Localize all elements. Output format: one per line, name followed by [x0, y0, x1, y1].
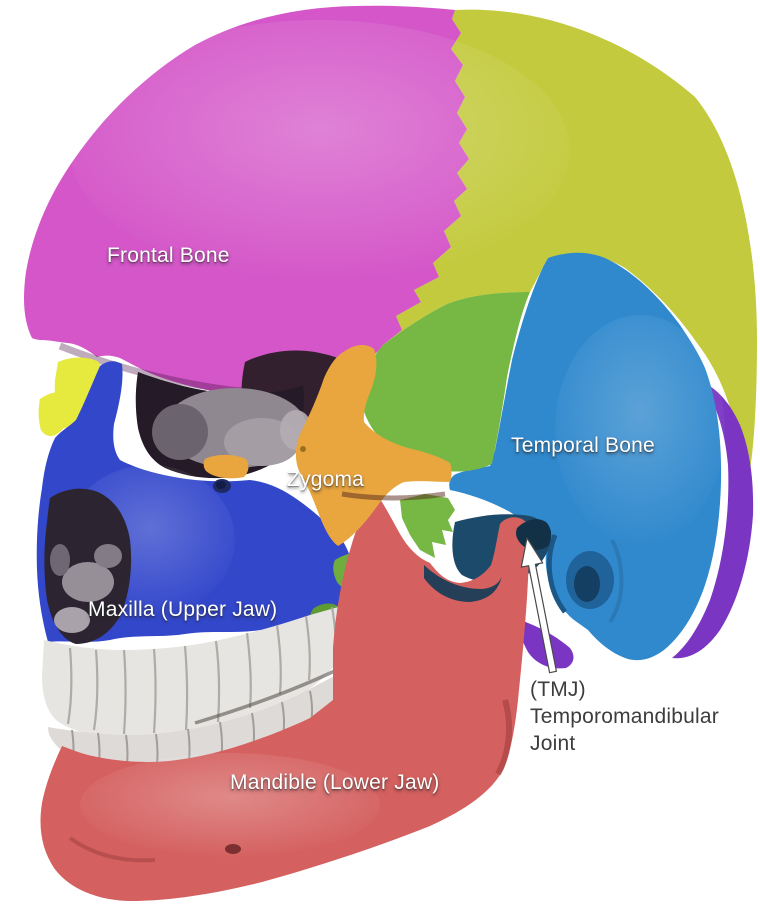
mandible-highlight	[80, 753, 380, 857]
sigmoid-notch-shadow	[424, 565, 502, 602]
bite-gap-shadow	[194, 666, 342, 725]
zygoma-maxillary-patch	[203, 454, 249, 479]
zygoma-shape	[295, 345, 452, 546]
zygoma-label: Zygoma	[287, 468, 365, 491]
infraorbital-foramen-inner	[216, 481, 226, 489]
occipital-bone-shape	[672, 380, 754, 659]
chin-crease	[68, 836, 156, 863]
frontal-bone-label: Frontal Bone	[107, 244, 230, 267]
ear-canal-icon	[574, 566, 600, 602]
tmj-label: (TMJ) Temporomandibular Joint	[530, 676, 719, 757]
cranium-highlight	[70, 20, 570, 280]
ear-fossa-crease-left	[546, 534, 568, 614]
ear-fossa-crease-right	[608, 539, 624, 624]
temporal-highlight	[555, 315, 725, 545]
zygomatic-foramen	[300, 446, 306, 452]
nasal-turbinate-upper	[94, 544, 122, 568]
tmj-label-line1: (TMJ)	[530, 678, 586, 701]
lower-teeth-separators	[71, 690, 314, 773]
upper-teeth-separators	[66, 606, 337, 735]
tmj-arrow	[520, 537, 558, 674]
zygomatic-arch-shadow	[341, 491, 446, 501]
nasal-turbinate-lower	[54, 607, 90, 633]
lacrimal-bone-shape	[38, 391, 70, 436]
tmj-notch-shadow	[516, 519, 552, 550]
tmj-label-line3: Joint	[530, 732, 576, 755]
tmj-label-line2: Temporomandibular	[530, 705, 719, 728]
maxilla-label: Maxilla (Upper Jaw)	[88, 598, 278, 621]
nasal-turbinate-large	[62, 562, 114, 602]
orbit-inner-bone-dark	[152, 404, 208, 460]
ramus-shading	[495, 699, 512, 776]
temporal-bone-label: Temporal Bone	[511, 434, 655, 457]
sphenoid-lower-sliver	[400, 494, 455, 558]
mandible-label: Mandible (Lower Jaw)	[230, 771, 440, 794]
sphenoid-bone-shape	[360, 292, 530, 472]
mental-foramen	[225, 844, 241, 854]
nasal-septum-shadow	[50, 544, 70, 576]
